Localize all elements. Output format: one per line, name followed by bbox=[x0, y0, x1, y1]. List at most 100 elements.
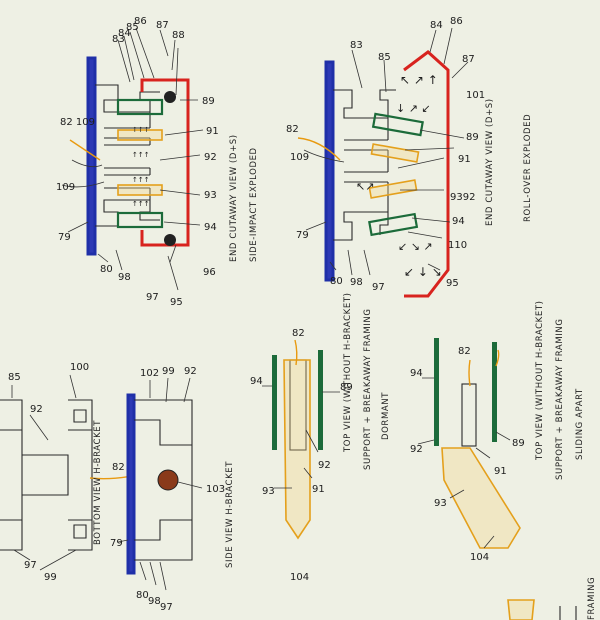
leaders-roll-over bbox=[351, 27, 469, 271]
ref-96: 96 bbox=[203, 267, 216, 278]
support-frame-bar-3 bbox=[126, 393, 136, 575]
scatter-arrows-bottom: ↙ ↓ ↘ bbox=[404, 265, 442, 279]
caption-top-view-dormant-1: TOP VIEW (WITHOUT H-BRACKET) bbox=[343, 292, 353, 453]
ref-100-c: 100 bbox=[70, 362, 89, 373]
side-view-h-bracket-figure: 102 99 92 103 79 80 98 97 SIDE VIEW H-BR… bbox=[110, 366, 235, 613]
ref-94: 94 bbox=[204, 222, 217, 233]
scatter-arrows-top: ↖ ↗ ↑ bbox=[400, 73, 438, 87]
ref-80-b: 80 bbox=[330, 276, 343, 287]
scatter-arrows-mid-top: ↓ ↗ ↙ bbox=[396, 102, 431, 115]
green-bar-right-2 bbox=[492, 342, 497, 442]
bottom-view-h-bracket-figure: 85 100 92 97 99 BOTTOM VIEW H-BRACKET 82 bbox=[0, 362, 133, 583]
ref-82-109: 82 109 bbox=[60, 117, 95, 128]
ref-104-e: 104 bbox=[290, 572, 309, 583]
force-arrows-2: ↑↑↑ bbox=[132, 151, 150, 159]
caption-roll-over: ROLL-OVER EXPLODED bbox=[523, 114, 533, 222]
orange-plate-lower bbox=[117, 184, 163, 196]
ref-97-c: 97 bbox=[24, 560, 37, 571]
ref-99-d: 99 bbox=[162, 366, 175, 377]
ref-80: 80 bbox=[100, 264, 113, 275]
side-view-outline bbox=[134, 399, 193, 561]
orange-fragment bbox=[507, 599, 535, 620]
caption-top-view-dormant-2: SUPPORT + BREAKAWAY FRAMING bbox=[363, 308, 373, 470]
top-view-sliding-apart-figure: 94 82 92 89 91 93 104 TOP VIEW (WITHOUT … bbox=[410, 300, 585, 563]
green-plate-top bbox=[116, 98, 164, 116]
ref-91-b: 91 bbox=[458, 154, 471, 165]
ref-87-b: 87 bbox=[462, 54, 475, 65]
ref-79: 79 bbox=[58, 232, 71, 243]
force-arrows-3: ↑↑↑ bbox=[132, 176, 150, 184]
leaders-side-view bbox=[117, 377, 203, 591]
ref-92-d: 92 bbox=[184, 366, 197, 377]
support-frame-bar-2 bbox=[324, 60, 335, 282]
partial-figure-fragment: FRAMING bbox=[507, 577, 597, 620]
ref-91-e: 91 bbox=[312, 484, 325, 495]
roll-over-cutaway-figure: ↖ ↗ ↑ ↓ ↗ ↙ ↖↗ ↙ ↘ ↗ ↙ ↓ ↘ 83 85 84 86 8… bbox=[286, 16, 533, 298]
ref-92-c: 92 bbox=[30, 404, 43, 415]
ref-109-b: 109 bbox=[290, 152, 309, 163]
ref-95: 95 bbox=[170, 297, 183, 308]
force-arrows-4: ↑↑↑ bbox=[132, 200, 150, 208]
ref-79-b: 79 bbox=[296, 230, 309, 241]
ref-91: 91 bbox=[206, 126, 219, 137]
green-plate-bottom bbox=[116, 211, 164, 229]
ref-85-b: 85 bbox=[378, 52, 391, 63]
bolt-head-bottom bbox=[164, 234, 176, 246]
orange-leader bbox=[69, 139, 101, 161]
ref-98-b: 98 bbox=[350, 277, 363, 288]
ref-84: 84 bbox=[118, 28, 131, 39]
caption-side-impact: SIDE-IMPACT EXPLODED bbox=[249, 147, 259, 262]
ref-88: 88 bbox=[172, 30, 185, 41]
caption-top-view-apart-3: SLIDING APART bbox=[575, 388, 585, 460]
ref-85: 85 bbox=[126, 22, 139, 33]
ref-109: 109 bbox=[56, 182, 75, 193]
scatter-arrows-left: ↖↗ bbox=[356, 180, 374, 193]
bolt-section bbox=[157, 469, 179, 491]
caption-top-view-apart-2: SUPPORT + BREAKAWAY FRAMING bbox=[555, 318, 565, 480]
ref-85-c: 85 bbox=[8, 372, 21, 383]
breakaway-frame-channel bbox=[140, 78, 190, 247]
ref-92-e: 92 bbox=[318, 460, 331, 471]
green-bar-left-2 bbox=[434, 338, 439, 446]
leaders-bottom-view bbox=[11, 374, 77, 571]
orange-leader-4 bbox=[294, 339, 298, 366]
fragment-lines bbox=[559, 606, 577, 620]
orange-slider-dormant bbox=[283, 359, 311, 540]
ref-80-d: 80 bbox=[136, 590, 149, 601]
leaders-roll-over-left bbox=[303, 149, 371, 276]
green-bar-left bbox=[272, 355, 277, 450]
ref-83: 83 bbox=[112, 34, 125, 45]
green-bar-right bbox=[318, 350, 323, 450]
caption-top-view-dormant-3: DORMANT bbox=[381, 392, 391, 440]
top-view-dormant-figure: 94 82 89 92 93 91 104 TOP VIEW (WITHOUT … bbox=[250, 292, 391, 583]
ref-82-c: 82 bbox=[112, 462, 125, 473]
ref-98: 98 bbox=[118, 272, 131, 283]
caption-bottom-view: BOTTOM VIEW H-BRACKET bbox=[93, 420, 103, 545]
ref-97: 97 bbox=[146, 292, 159, 303]
ref-91-f: 91 bbox=[494, 466, 507, 477]
orange-leader-2 bbox=[297, 137, 341, 161]
ref-89: 89 bbox=[202, 96, 215, 107]
caption-framing-fragment: FRAMING bbox=[587, 577, 597, 620]
h-bracket-outline-2 bbox=[333, 89, 396, 241]
bolt-head-top bbox=[164, 91, 176, 103]
ref-79-d: 79 bbox=[110, 538, 123, 549]
tilted-green-plate-2 bbox=[368, 212, 419, 237]
ref-103-d: 103 bbox=[206, 484, 225, 495]
tilted-green-plate-1 bbox=[371, 112, 424, 137]
ref-89-b: 89 bbox=[466, 132, 479, 143]
ref-86: 86 bbox=[134, 16, 147, 27]
ref-82-b: 82 bbox=[286, 124, 299, 135]
ref-89-e: 89 bbox=[340, 382, 353, 393]
force-arrows-1: ↑↑↑ bbox=[132, 126, 150, 134]
ref-82-f: 82 bbox=[458, 346, 471, 357]
ref-92-f: 92 bbox=[410, 444, 423, 455]
ref-97-b: 97 bbox=[372, 282, 385, 293]
orange-plate-upper bbox=[117, 129, 163, 141]
ref-9392-b: 9392 bbox=[450, 192, 475, 203]
ref-83-b: 83 bbox=[350, 40, 363, 51]
ref-94-e: 94 bbox=[250, 376, 263, 387]
bottom-view-outline bbox=[0, 399, 93, 551]
